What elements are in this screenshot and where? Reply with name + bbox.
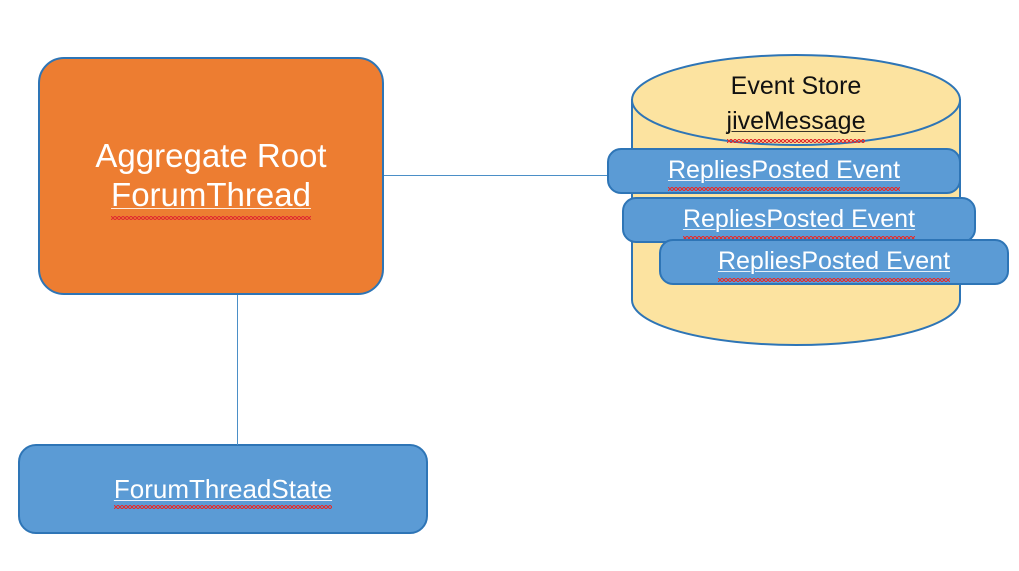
event-box-label: RepliesPosted Event <box>667 156 901 191</box>
event-box[interactable]: RepliesPosted Event <box>622 197 976 243</box>
aggregate-root-subtitle-text: ForumThread <box>111 176 311 220</box>
aggregate-root-title: Aggregate Root <box>95 137 327 175</box>
forum-thread-state-label: ForumThreadState <box>113 473 333 509</box>
connector-aggregate-root-to-forum-thread-state <box>237 295 238 445</box>
event-box[interactable]: RepliesPosted Event <box>607 148 961 194</box>
aggregate-root-subtitle: ForumThread <box>111 176 311 220</box>
connector-aggregate-root-to-event-store <box>384 175 610 176</box>
forum-thread-state-node[interactable]: ForumThreadState <box>18 444 428 534</box>
event-box[interactable]: RepliesPosted Event <box>659 239 1009 285</box>
event-box-label: RepliesPosted Event <box>717 247 951 282</box>
event-box-label: RepliesPosted Event <box>682 205 916 240</box>
aggregate-root-node[interactable]: Aggregate Root ForumThread <box>38 57 384 295</box>
